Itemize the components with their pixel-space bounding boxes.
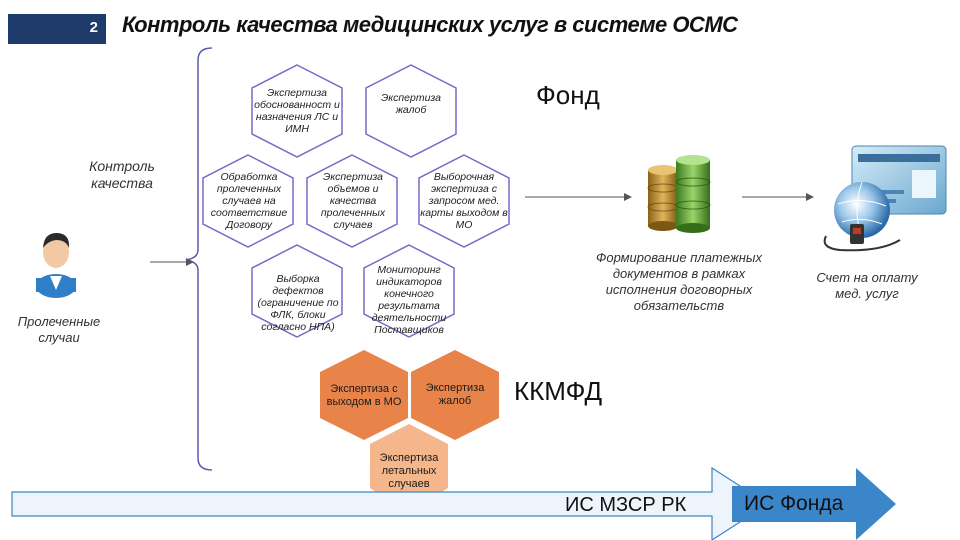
hex-selective-expertise [418,154,510,248]
hex-volume-quality-label: Экспертиза объемов и качества пролеченны… [320,171,386,231]
fund-label: Фонд [536,80,600,110]
hex-justification-label: Экспертиза обоснованност и назначения ЛС… [254,87,340,135]
is-mzsr-label: ИС МЗСР РК [565,494,687,516]
card-globe-icon [823,145,947,252]
payment-docs-label: Формирование платежных документов в рамк… [596,250,762,313]
hex-expertise-visit-label: Экспертиза с выходом в МО [326,383,402,408]
hex-complaints-fund [365,64,457,158]
hex-processing [202,154,294,248]
kkmfd-label: ККМФД [514,376,603,406]
slide-number-badge: 2 [8,14,106,44]
hex-selective-expertise-label: Выборочная экспертиза с запросом мед. ка… [420,171,508,231]
hex-justification [251,64,343,158]
invoice-label: Счет на оплату мед. услуг [816,270,918,301]
hex-volume-quality [306,154,398,248]
hex-lethal-cases-label: Экспертиза летальных случаев [379,451,439,490]
hex-processing-label: Обработка пролеченных случаев на соответ… [210,171,288,231]
treated-cases-label: Пролеченные случаи [17,314,101,345]
hex-complaints-fund-label: Экспертиза жалоб [380,92,442,116]
hex-defect-sampling-label: Выборка дефектов (ограничение по ФЛК, бл… [257,273,339,333]
database-icon [647,155,711,233]
control-quality-label: Контроль качества [89,158,155,191]
hex-expertise-visit [320,350,408,440]
hex-lethal-cases [370,424,448,512]
is-fund-label: ИС Фонда [744,492,844,515]
control-arrow-head [186,258,194,266]
hex-monitoring [363,244,455,338]
hex-complaints-kkmfd [411,350,499,440]
left-bracket [185,47,213,471]
slide-title: Контроль качества медицинских услуг в си… [122,12,738,37]
hex-defect-sampling [251,244,343,338]
fund-arrow-head [624,193,632,201]
person-icon [36,232,76,298]
is-fund-arrow [732,468,896,540]
hex-monitoring-label: Мониторинг индикаторов конечного результ… [371,264,447,336]
invoice-arrow-head [806,193,814,201]
hex-complaints-kkmfd-label: Экспертиза жалоб [425,382,485,407]
